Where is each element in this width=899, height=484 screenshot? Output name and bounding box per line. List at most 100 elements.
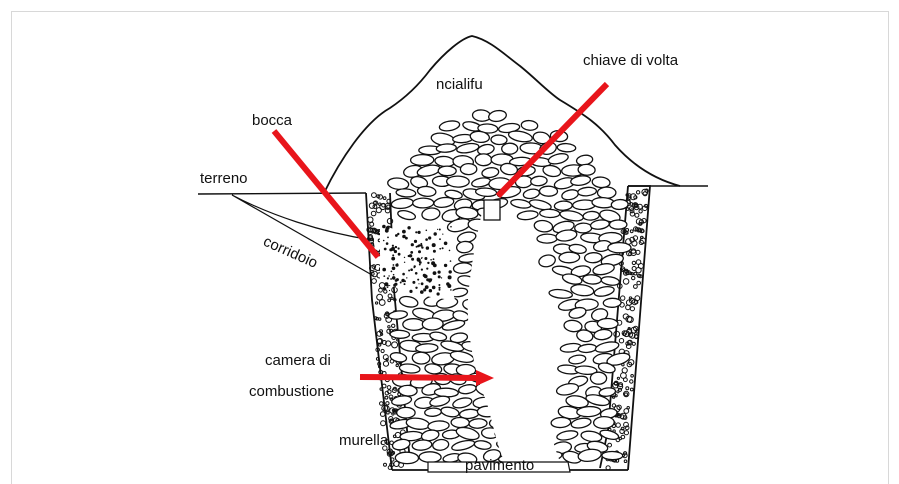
stone (475, 154, 492, 166)
label-camera: camera di (265, 351, 331, 370)
stone (540, 209, 560, 218)
wall-stone (379, 300, 385, 306)
bocca-speck (410, 291, 412, 293)
bocca-speck (442, 247, 444, 249)
bocca-speck (414, 265, 416, 267)
stone (539, 186, 557, 196)
stone (559, 209, 584, 223)
stone (399, 295, 419, 309)
wall-stone (387, 411, 390, 414)
stone (406, 417, 430, 431)
bocca-speck (393, 264, 395, 266)
stone (412, 352, 430, 365)
bocca-speck (423, 288, 426, 291)
bocca-speck (402, 273, 405, 276)
bocca-speck (404, 257, 405, 258)
stone (575, 223, 592, 233)
wall-stone (381, 349, 384, 352)
stone (456, 241, 474, 254)
bocca-speck (415, 287, 417, 289)
stone (582, 274, 601, 284)
bocca-speck (414, 240, 417, 243)
bocca-speck (404, 283, 406, 285)
wall-stone (621, 427, 624, 430)
stone (593, 416, 614, 429)
wall-stone (637, 281, 641, 285)
bocca-speck (391, 271, 393, 273)
stone (397, 407, 415, 418)
stone (456, 142, 480, 154)
bocca-speck (392, 254, 394, 256)
bocca-speck (433, 258, 435, 260)
stone (601, 276, 620, 287)
stone (557, 143, 576, 152)
wall-stone (636, 260, 641, 265)
wall-stone (385, 396, 388, 399)
bocca-speck (395, 246, 397, 248)
bocca-speck (417, 279, 419, 281)
stone (508, 129, 533, 143)
wall-stone (622, 368, 627, 373)
stone (417, 186, 436, 197)
bocca-speck (383, 287, 386, 290)
stone (521, 120, 538, 131)
stone (561, 188, 579, 201)
wall-stone (632, 267, 636, 271)
wall-stone (371, 272, 374, 275)
stone (413, 198, 434, 208)
wall-stone (621, 373, 627, 379)
bocca-speck (394, 283, 397, 286)
bocca-speck (428, 236, 431, 239)
bocca-speck (409, 254, 412, 257)
wall-stone (387, 205, 390, 208)
bocca-speck (418, 283, 419, 284)
wall-stone (632, 342, 635, 345)
stone (474, 440, 492, 450)
wall-stone (632, 261, 635, 264)
stone (578, 164, 596, 176)
wall-stone (368, 217, 373, 222)
bocca-speck (438, 284, 440, 286)
label-combustione: combustione (249, 382, 334, 401)
stone (538, 253, 557, 268)
bocca-speck (391, 247, 395, 251)
stone (570, 283, 594, 297)
wall-stone (632, 276, 635, 279)
wall-stone (384, 463, 387, 466)
stone (583, 211, 600, 221)
wall-stone (624, 460, 627, 463)
bocca-speck (425, 285, 429, 289)
bocca-speck (392, 245, 394, 247)
bocca-speck (411, 258, 414, 261)
stone (577, 187, 596, 197)
stone (397, 209, 416, 221)
bocca-speck (424, 257, 427, 260)
bocca-speck (430, 259, 432, 261)
stone (424, 408, 441, 417)
bocca-speck (433, 271, 437, 275)
bocca-speck (408, 270, 410, 272)
stone (451, 417, 470, 428)
bocca-speck (412, 281, 415, 284)
bocca-speck (416, 246, 418, 248)
camera-pointer (360, 377, 478, 378)
stone (597, 187, 616, 199)
wall-stone (617, 391, 619, 393)
stone (542, 164, 562, 178)
wall-stone (383, 361, 388, 366)
wall-stone (380, 388, 382, 390)
bocca-speck (400, 282, 402, 284)
bocca-speck (401, 279, 404, 282)
wall-stone (625, 393, 628, 396)
stone (559, 252, 580, 263)
stone (556, 382, 580, 397)
bocca-speck (387, 286, 389, 288)
bocca-speck (421, 246, 423, 248)
bocca-speck (419, 261, 422, 264)
wall-stone (634, 272, 637, 275)
stone (488, 109, 507, 123)
bocca-speck (405, 237, 408, 240)
wall-stone (630, 388, 633, 391)
bocca-speck (423, 274, 426, 277)
